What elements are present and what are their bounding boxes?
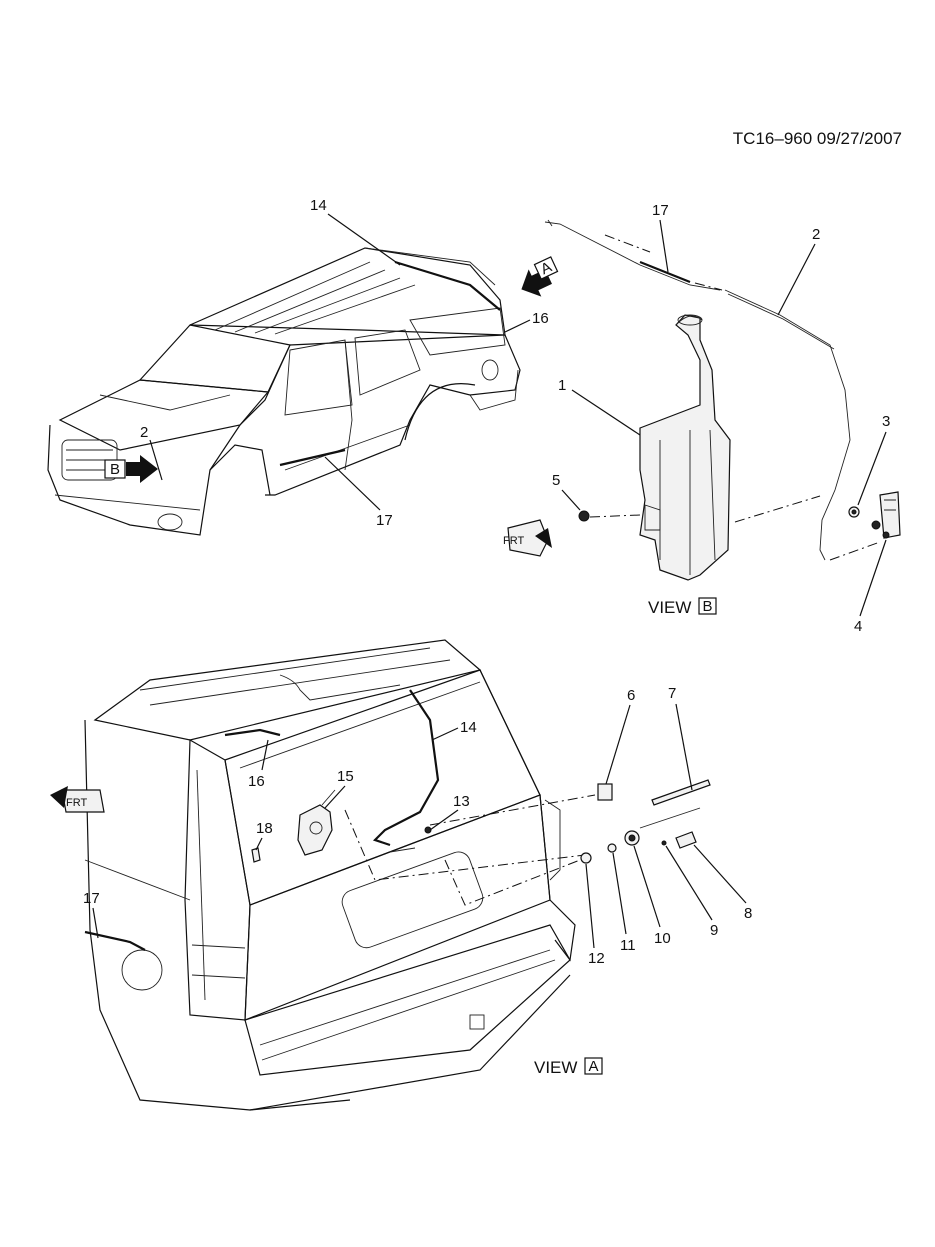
callout-12: 12 [588, 950, 605, 967]
suv-front-illustration [47, 247, 521, 536]
callout-1: 1 [558, 377, 566, 394]
svg-text:B: B [110, 461, 120, 478]
callout-17: 17 [83, 890, 100, 907]
view-a-arrow-icon: A [521, 256, 559, 297]
callout-14: 14 [310, 197, 327, 214]
svg-text:VIEW: VIEW [534, 1058, 577, 1077]
callout-8: 8 [744, 905, 752, 922]
callout-16: 16 [248, 773, 265, 790]
svg-text:VIEW: VIEW [648, 598, 691, 617]
callout-14: 14 [460, 719, 477, 736]
view-b-illustration: FRT [503, 219, 901, 581]
diagram-code: TC16–960 09/27/2007 [733, 129, 902, 148]
svg-text:A: A [588, 1058, 598, 1075]
callout-17: 17 [652, 202, 669, 219]
view-b-callouts: 17 2 1 3 5 4 [552, 202, 890, 635]
svg-text:B: B [702, 598, 712, 615]
top-callouts: 14 16 2 17 [140, 197, 549, 529]
view-b-arrow-icon: B [104, 455, 158, 483]
svg-text:FRT: FRT [66, 797, 87, 809]
callout-7: 7 [668, 685, 676, 702]
callout-4: 4 [854, 618, 862, 635]
callout-17: 17 [376, 512, 393, 529]
callout-2: 2 [140, 424, 148, 441]
callout-9: 9 [710, 922, 718, 939]
view-b-label: VIEW B [648, 597, 717, 617]
callout-13: 13 [453, 793, 470, 810]
callout-15: 15 [337, 768, 354, 785]
callout-16: 16 [532, 310, 549, 327]
front-direction-icon: FRT [503, 519, 552, 557]
callout-11: 11 [620, 937, 636, 954]
view-a-label: VIEW A [534, 1057, 603, 1077]
callout-18: 18 [256, 820, 273, 837]
callout-5: 5 [552, 472, 560, 489]
view-a-illustration: FRT [50, 639, 711, 1111]
callout-3: 3 [882, 413, 890, 430]
view-a-callouts: 6 7 14 15 13 16 18 17 12 11 10 9 8 [83, 685, 752, 967]
svg-text:FRT: FRT [503, 535, 524, 547]
front-direction-icon-rear-view: FRT [50, 786, 105, 813]
callout-6: 6 [627, 687, 635, 704]
callout-2: 2 [812, 226, 820, 243]
callout-10: 10 [654, 930, 671, 947]
